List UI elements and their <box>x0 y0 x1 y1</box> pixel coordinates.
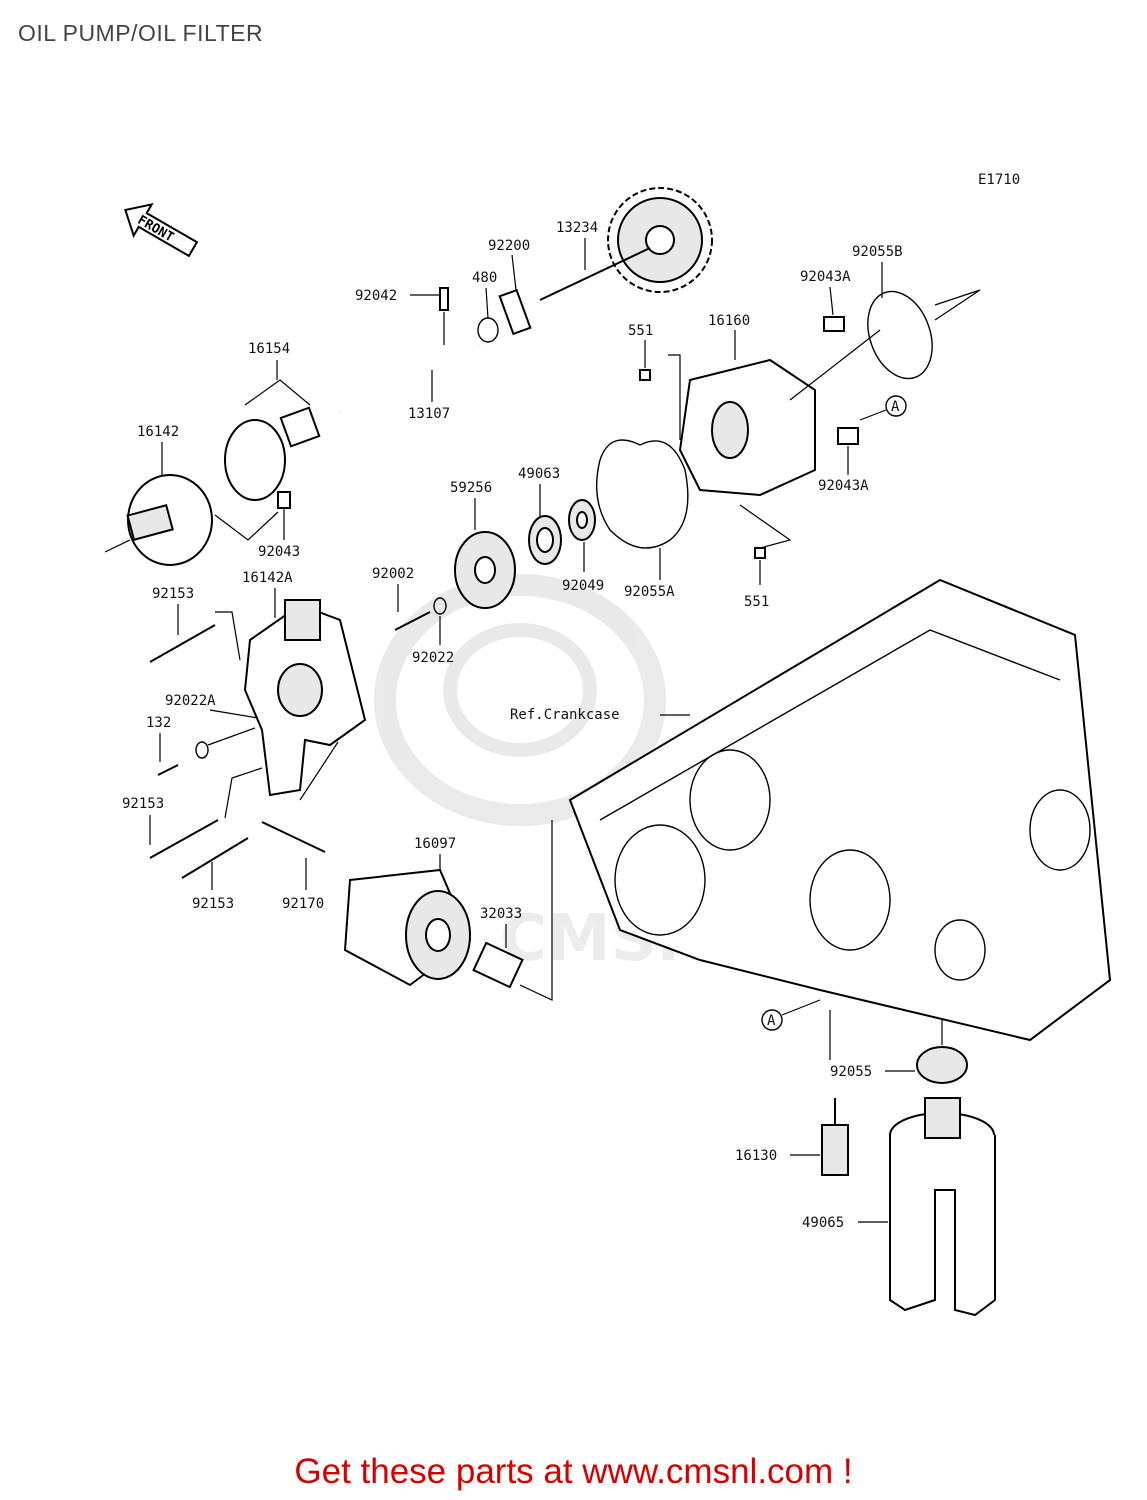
callout-92200: 92200 <box>488 238 532 336</box>
callout-16154: 16154 <box>224 341 321 501</box>
svg-text:49063: 49063 <box>518 466 560 482</box>
callout-480: 480 <box>472 270 499 343</box>
svg-text:92022A: 92022A <box>165 693 216 709</box>
callout-132: 132 <box>146 715 179 776</box>
cta-link[interactable]: Get these parts at www.cmsnl.com ! <box>294 1452 853 1491</box>
pump-shaft <box>337 340 483 417</box>
callout-16097: 16097 <box>343 836 472 987</box>
callout-32033: 32033 <box>472 820 553 1001</box>
svg-text:16160: 16160 <box>708 313 750 329</box>
callout-92055: 92055 <box>829 1010 968 1084</box>
callout-92153-a: 92153 <box>149 586 241 663</box>
page-title: OIL PUMP/OIL FILTER <box>18 20 264 46</box>
callout-551-top: 551 <box>628 323 681 440</box>
svg-text:92153: 92153 <box>152 586 194 602</box>
callout-49065: 49065 <box>802 1097 996 1317</box>
callout-92153-c: 92153 <box>181 837 249 912</box>
svg-text:16154: 16154 <box>248 341 290 357</box>
callout-92002: 92002 <box>372 566 431 631</box>
callout-92043A-bottom: 92043A <box>818 427 869 494</box>
callout-13107: 13107 <box>408 370 450 422</box>
svg-text:13234: 13234 <box>556 220 598 236</box>
callout-92022: 92022 <box>412 597 454 666</box>
svg-text:92043A: 92043A <box>818 478 869 494</box>
svg-text:92055B: 92055B <box>852 244 903 260</box>
svg-text:92022: 92022 <box>412 650 454 666</box>
callout-92043A-top: 92043A <box>800 269 851 332</box>
svg-text:92170: 92170 <box>282 896 324 912</box>
diagram-code: E1710 <box>978 172 1020 188</box>
callout-92042: 92042 <box>355 287 449 345</box>
callout-92153-b: 92153 <box>122 767 263 859</box>
marker-a-bottom: A <box>761 999 821 1031</box>
callout-16142: 16142 <box>104 424 213 566</box>
callout-92022A: 92022A <box>165 693 259 759</box>
callout-16160: 16160 <box>678 313 881 497</box>
svg-text:92153: 92153 <box>122 796 164 812</box>
parts-diagram: CMSNL E1710 FRONT 13234 92200 480 92042 <box>104 172 1112 1317</box>
callout-92043: 92043 <box>214 491 300 560</box>
marker-a-top: A <box>859 395 907 421</box>
callout-92170: 92170 <box>261 741 339 912</box>
callout-92055A: 92055A <box>595 439 689 600</box>
watermark-logo: CMSNL <box>374 574 751 976</box>
svg-text:551: 551 <box>744 594 769 610</box>
svg-text:A: A <box>891 399 900 415</box>
svg-text:92043A: 92043A <box>800 269 851 285</box>
callout-13234: 13234 <box>556 220 598 270</box>
callout-92055B: 92055B <box>852 244 981 380</box>
svg-text:16130: 16130 <box>735 1148 777 1164</box>
svg-text:92055A: 92055A <box>624 584 675 600</box>
callout-16130: 16130 <box>735 1098 849 1176</box>
svg-text:92055: 92055 <box>830 1064 872 1080</box>
svg-text:59256: 59256 <box>450 480 492 496</box>
svg-text:92200: 92200 <box>488 238 530 254</box>
callout-49063: 49063 <box>518 466 562 565</box>
svg-text:A: A <box>767 1013 776 1029</box>
svg-text:92043: 92043 <box>258 544 300 560</box>
svg-text:16097: 16097 <box>414 836 456 852</box>
svg-text:480: 480 <box>472 270 497 286</box>
svg-text:13107: 13107 <box>408 406 450 422</box>
svg-text:92049: 92049 <box>562 578 604 594</box>
callout-551-bottom: 551 <box>739 504 792 610</box>
callout-16142A: 16142A <box>242 570 367 797</box>
oil-pump-gear-shaft <box>539 187 713 301</box>
svg-text:49065: 49065 <box>802 1215 844 1231</box>
front-arrow-icon: FRONT <box>124 202 199 258</box>
svg-text:32033: 32033 <box>480 906 522 922</box>
callout-59256: 59256 <box>450 480 516 609</box>
svg-text:16142: 16142 <box>137 424 179 440</box>
callout-92049: 92049 <box>562 499 604 594</box>
ref-crankcase-label: Ref.Crankcase <box>510 707 620 723</box>
svg-text:16142A: 16142A <box>242 570 293 586</box>
crankcase-reference: Ref.Crankcase <box>510 578 1112 1042</box>
svg-text:92153: 92153 <box>192 896 234 912</box>
svg-text:92042: 92042 <box>355 288 397 304</box>
svg-text:92002: 92002 <box>372 566 414 582</box>
svg-text:132: 132 <box>146 715 171 731</box>
svg-text:551: 551 <box>628 323 653 339</box>
